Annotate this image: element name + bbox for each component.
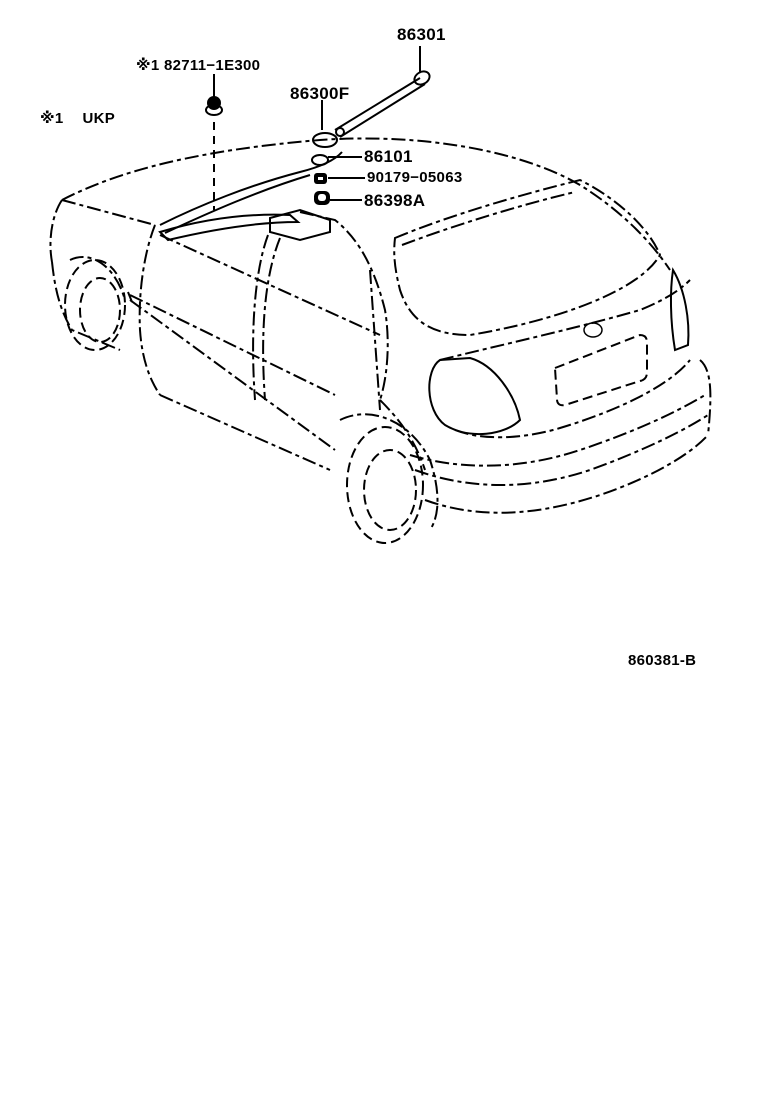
legend-mark: ※1 — [40, 110, 64, 127]
part-label-90179-05063: 90179−05063 — [367, 169, 463, 186]
part-label-86301: 86301 — [397, 25, 446, 44]
part-label-86300F: 86300F — [290, 84, 350, 103]
figure-code: 860381-B — [628, 652, 697, 669]
part-label-86101: 86101 — [364, 147, 413, 166]
part-label-86398A: 86398A — [364, 191, 426, 210]
legend-text: UKP — [82, 110, 116, 127]
part-label-82711-1E300: ※1 82711−1E300 — [136, 57, 261, 74]
legend-note: ※1 UKP — [40, 111, 115, 126]
